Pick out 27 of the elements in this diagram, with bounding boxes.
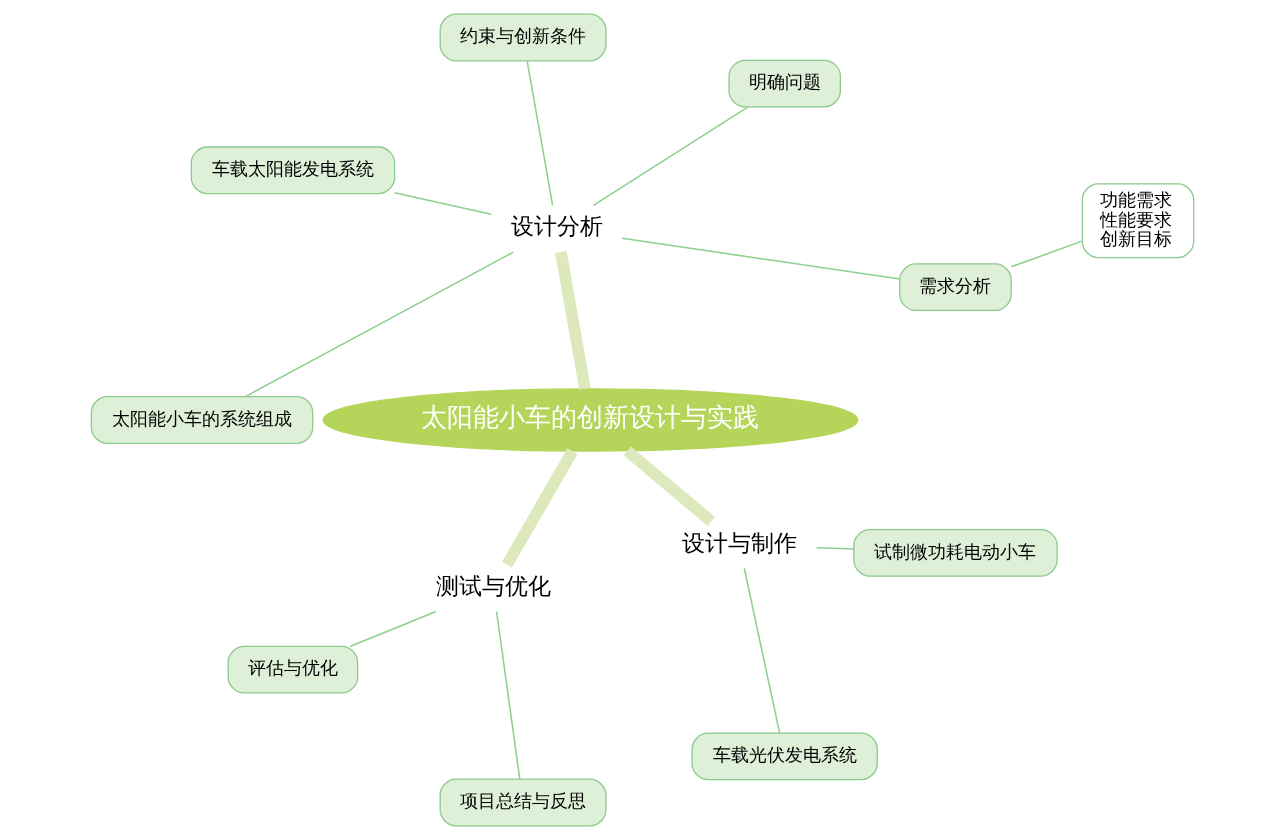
connector xyxy=(592,105,749,206)
node-box: 太阳能小车的系统组成 xyxy=(90,395,313,444)
connector xyxy=(554,250,591,390)
node-text: 设计分析 xyxy=(510,212,603,239)
node-ellipse: 太阳能小车的创新设计与实践 xyxy=(322,387,858,452)
node-text: 设计与制作 xyxy=(681,529,797,556)
node-box: 评估与优化 xyxy=(227,645,358,694)
connector xyxy=(525,59,553,206)
node-box: 约束与创新条件 xyxy=(439,13,607,61)
connector xyxy=(393,191,492,215)
node-box: 功能需求 性能要求 创新目标 xyxy=(1081,182,1194,258)
connector xyxy=(623,445,715,526)
connector xyxy=(1009,239,1083,268)
node-text: 测试与优化 xyxy=(435,572,551,599)
connector xyxy=(495,610,521,780)
node-box: 试制微功耗电动小车 xyxy=(852,528,1058,577)
node-box: 车载太阳能发电系统 xyxy=(190,145,395,194)
connector xyxy=(743,567,780,734)
connector xyxy=(620,237,900,280)
connector xyxy=(501,447,577,568)
connector xyxy=(244,250,514,397)
node-box: 车载光伏发电系统 xyxy=(690,731,878,780)
node-box: 需求分析 xyxy=(898,262,1012,311)
connector xyxy=(815,546,854,550)
node-box: 项目总结与反思 xyxy=(439,778,607,826)
connector xyxy=(349,610,437,647)
node-box: 明确问题 xyxy=(727,59,841,108)
